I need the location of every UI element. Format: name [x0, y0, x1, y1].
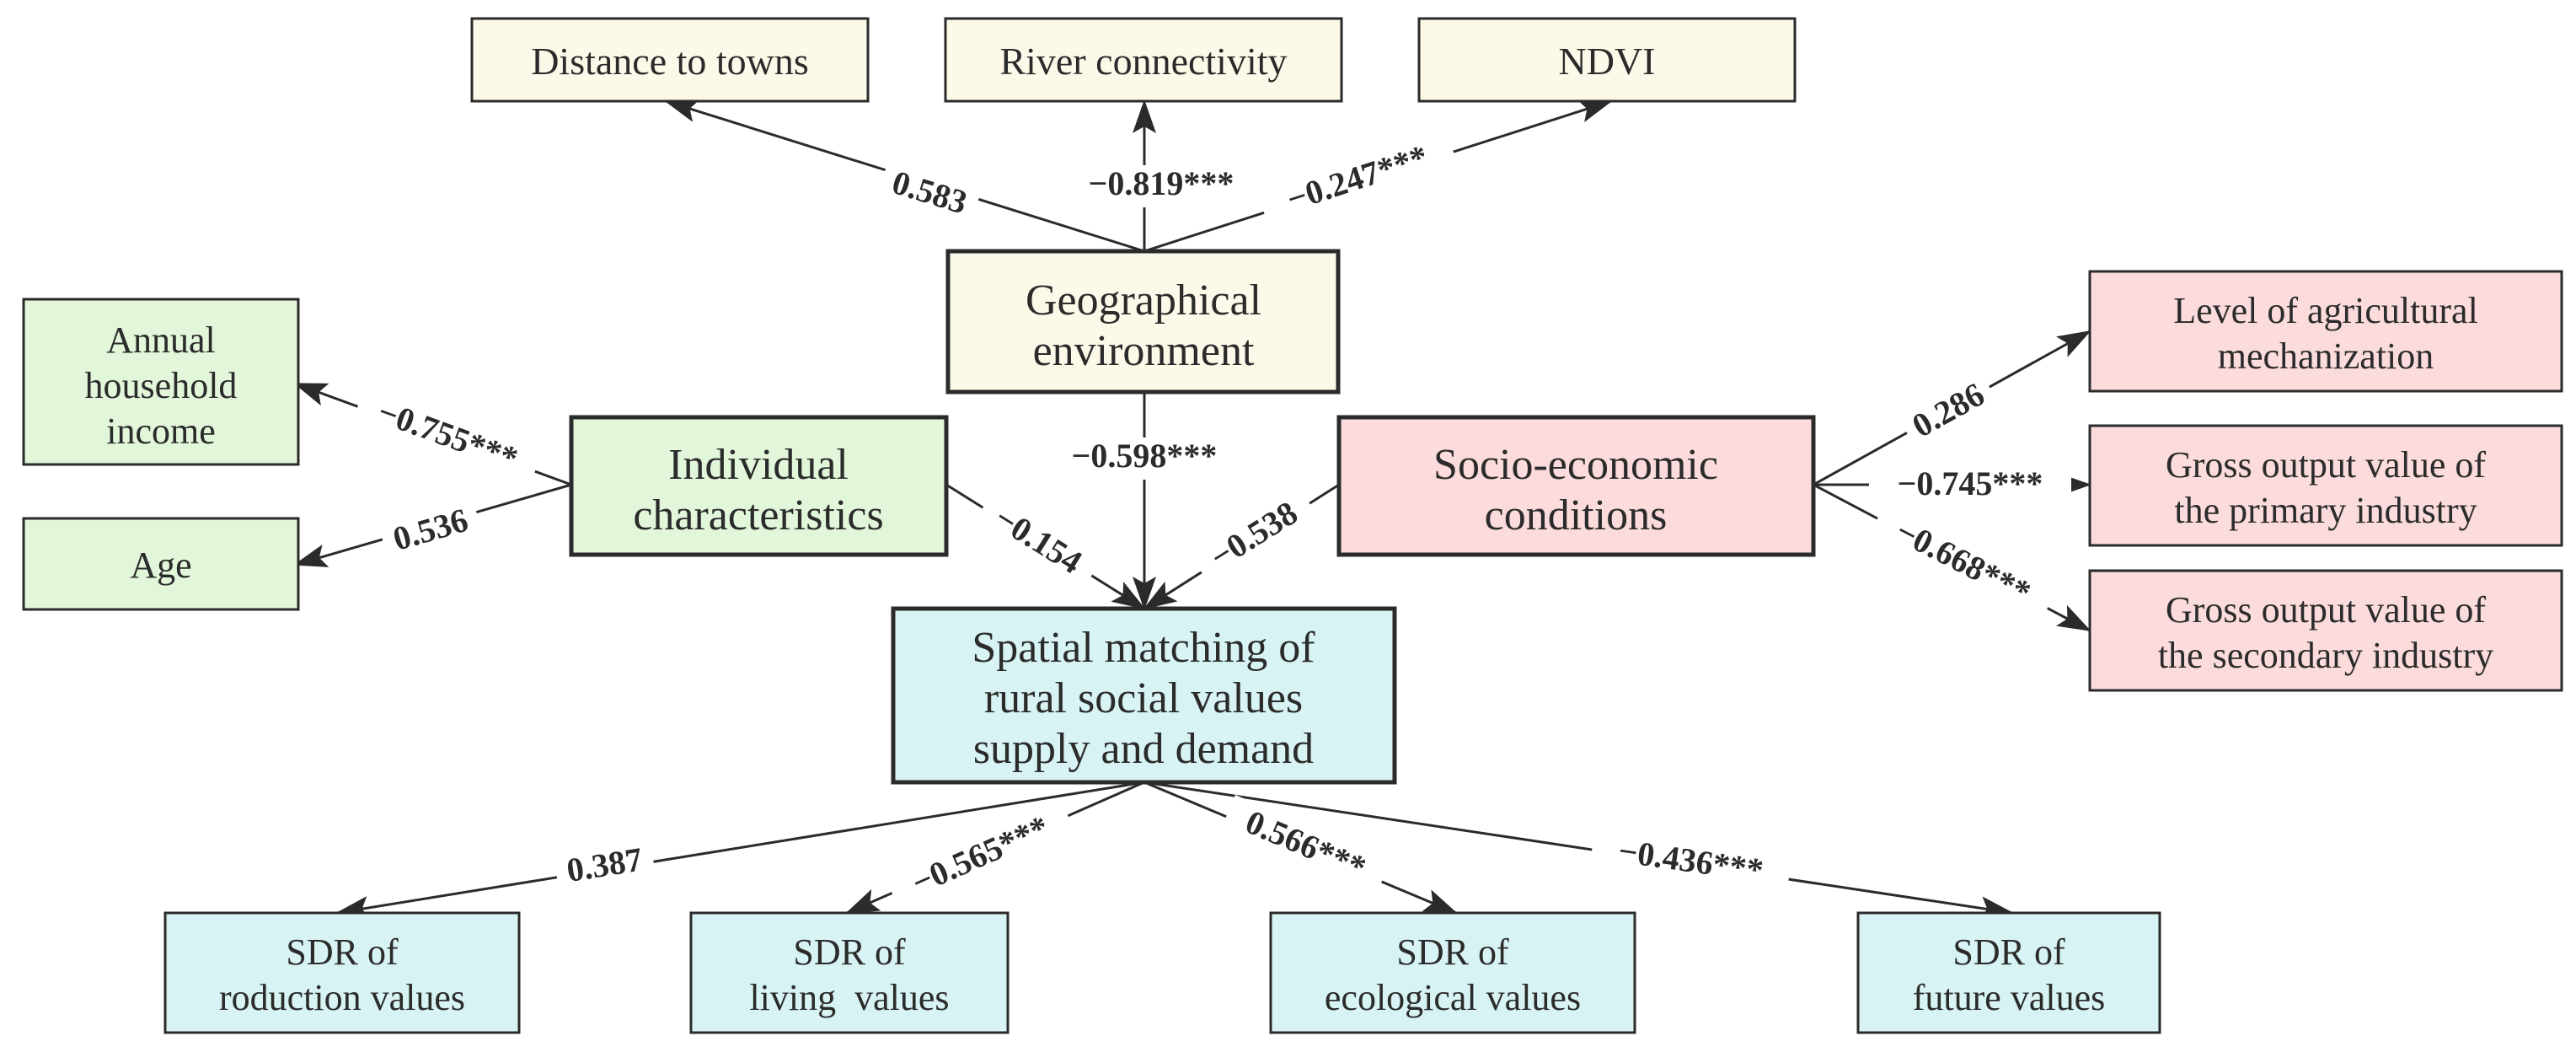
- coef-socio-primary: −0.745***: [1898, 464, 2043, 502]
- coef-matching-ecological: 0.566***: [1240, 802, 1372, 887]
- node-agricultural-mechanization-line1: Level of agricultural: [2173, 290, 2478, 331]
- node-sdr-future: SDR of future values: [1856, 911, 2161, 1034]
- coef-individual-income: −0.755***: [373, 392, 523, 477]
- node-individual-characteristics-line1: Individual: [668, 441, 849, 489]
- node-agricultural-mechanization-line2: mechanization: [2218, 335, 2434, 377]
- node-annual-household-income: Annual household income: [22, 298, 300, 466]
- node-secondary-industry-line1: Gross output value of: [2166, 589, 2486, 631]
- coef-geo-river: −0.819***: [1089, 164, 1234, 202]
- node-socio-economic-conditions-line2: conditions: [1485, 491, 1668, 539]
- node-secondary-industry: Gross output value of the secondary indu…: [2088, 569, 2563, 692]
- node-spatial-matching-line1: Spatial matching of: [972, 624, 1315, 672]
- node-individual-characteristics: Individual characteristics: [569, 415, 949, 557]
- node-sdr-future-line2: future values: [1913, 977, 2105, 1018]
- edge-matching-to-sdr-future: [1143, 781, 2014, 920]
- node-spatial-matching: Spatial matching of rural social values …: [891, 606, 1397, 785]
- node-geographical-environment-line1: Geographical: [1026, 276, 1261, 325]
- node-geographical-environment: Geographical environment: [945, 249, 1341, 394]
- node-primary-industry-line1: Gross output value of: [2166, 444, 2486, 486]
- node-primary-industry-line2: the primary industry: [2174, 490, 2477, 531]
- node-secondary-industry-line2: the secondary industry: [2158, 635, 2493, 676]
- node-ndvi-label: NDVI: [1559, 40, 1656, 83]
- node-river-connectivity: River connectivity: [944, 17, 1343, 103]
- node-spatial-matching-line2: rural social values: [984, 674, 1303, 722]
- node-sdr-production-line1: SDR of: [286, 931, 399, 973]
- node-river-connectivity-label: River connectivity: [999, 40, 1287, 83]
- node-annual-household-income-line3: income: [106, 411, 216, 452]
- node-sdr-production: SDR of roduction values: [163, 911, 521, 1034]
- node-annual-household-income-line1: Annual: [106, 319, 216, 361]
- node-primary-industry: Gross output value of the primary indust…: [2088, 424, 2563, 547]
- node-socio-economic-conditions-line1: Socio-economic: [1433, 441, 1718, 489]
- node-socio-economic-conditions: Socio-economic conditions: [1336, 415, 1816, 557]
- node-sdr-living: SDR of living values: [689, 911, 1010, 1034]
- nodes: Distance to towns River connectivity NDV…: [22, 17, 2563, 1034]
- node-sdr-ecological: SDR of ecological values: [1269, 911, 1636, 1034]
- node-sdr-future-line1: SDR of: [1952, 931, 2065, 973]
- coef-individual-matching: −0.154: [988, 498, 1090, 581]
- node-sdr-living-line2: living values: [749, 977, 949, 1018]
- node-distance-to-towns-label: Distance to towns: [531, 40, 809, 83]
- node-spatial-matching-line3: supply and demand: [973, 725, 1314, 773]
- coef-geo-matching: −0.598***: [1072, 437, 1218, 475]
- node-distance-to-towns: Distance to towns: [470, 17, 870, 103]
- coef-geo-ndvi: −0.247***: [1283, 137, 1433, 218]
- node-annual-household-income-line2: household: [85, 365, 238, 406]
- node-age: Age: [22, 517, 300, 611]
- node-sdr-ecological-line1: SDR of: [1396, 931, 1509, 973]
- node-age-label: Age: [130, 545, 191, 586]
- node-sdr-ecological-line2: ecological values: [1325, 977, 1581, 1018]
- node-ndvi: NDVI: [1417, 17, 1797, 103]
- edge-matching-to-sdr-production: [335, 781, 1145, 920]
- node-geographical-environment-line2: environment: [1033, 327, 1255, 375]
- edges: [293, 99, 2091, 920]
- node-agricultural-mechanization: Level of agricultural mechanization: [2088, 270, 2563, 393]
- node-individual-characteristics-line2: characteristics: [633, 491, 883, 539]
- node-sdr-production-line2: roduction values: [219, 977, 465, 1018]
- coef-socio-matching: −0.538: [1203, 493, 1304, 576]
- node-sdr-living-line1: SDR of: [793, 931, 906, 973]
